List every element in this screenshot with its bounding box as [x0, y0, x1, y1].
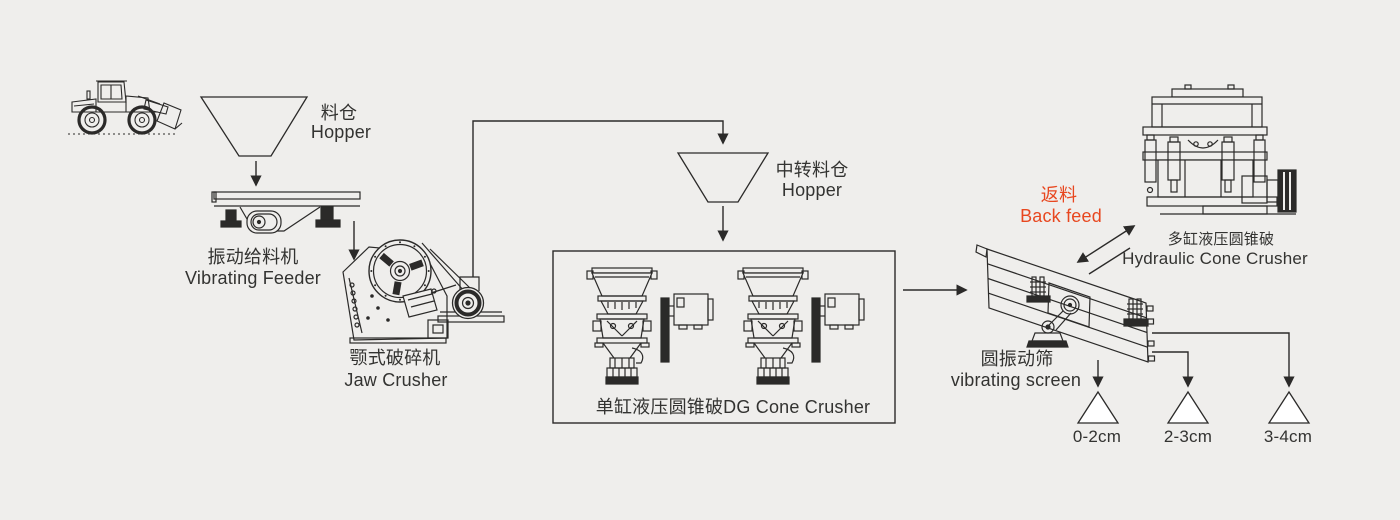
dg-crusher-box [552, 250, 896, 424]
dg-cone-crusher-label: 单缸液压圆锥破DG Cone Crusher [595, 397, 871, 417]
hopper1-label-zh: 料仓 [320, 103, 358, 123]
dg-cone-crusher-icon-2 [737, 267, 865, 385]
vibrating-screen-icon [975, 244, 1156, 363]
line-jaw-to-transfer-hopper [472, 120, 729, 277]
hydraulic-cone-crusher-icon [1142, 84, 1297, 215]
jaw-crusher-label-zh: 颚式破碎机 [349, 348, 441, 368]
jaw-crusher-icon [342, 239, 505, 344]
back-feed-arrows [1076, 225, 1136, 275]
vibrating-screen-label-en: vibrating screen [950, 370, 1082, 390]
line-screen-to-pile-3 [1152, 332, 1295, 388]
transfer-hopper-label-en: Hopper [781, 180, 843, 200]
jaw-crusher-label-en: Jaw Crusher [344, 370, 448, 390]
vibrating-feeder-label-zh: 振动给料机 [207, 247, 299, 267]
dg-cone-crusher-icon-1 [586, 267, 714, 385]
back-feed-parallel-line [1088, 247, 1131, 275]
transfer-hopper-label-zh: 中转料仓 [775, 160, 849, 180]
output-size-label-1: 0-2cm [1072, 427, 1122, 446]
stockpile-icon-0-2cm [1076, 390, 1120, 424]
output-size-label-2: 2-3cm [1163, 427, 1213, 446]
flow-arrows [250, 120, 1295, 388]
vibrating-screen-label-zh: 圆振动筛 [980, 349, 1054, 369]
hydraulic-cone-crusher-label-zh: 多缸液压圆锥破 [1167, 231, 1275, 248]
hopper-icon [199, 96, 309, 157]
output-size-label-3: 3-4cm [1263, 427, 1313, 446]
hopper1-label-en: Hopper [310, 122, 372, 142]
wheel-loader-icon [68, 80, 183, 135]
stockpile-icon-2-3cm [1166, 390, 1210, 424]
back-feed-double-arrow [1076, 225, 1136, 263]
vibrating-feeder-label-en: Vibrating Feeder [185, 268, 321, 288]
hydraulic-cone-crusher-label-en: Hydraulic Cone Crusher [1122, 249, 1308, 268]
back-feed-label-zh: 返料 [1040, 185, 1078, 205]
line-screen-to-pile-2 [1152, 351, 1194, 388]
stockpile-icons [1076, 390, 1311, 424]
stockpile-icon-3-4cm [1267, 390, 1311, 424]
vibrating-feeder-icon [211, 191, 361, 234]
back-feed-label-en: Back feed [1020, 206, 1102, 226]
transfer-hopper-icon [676, 152, 770, 203]
